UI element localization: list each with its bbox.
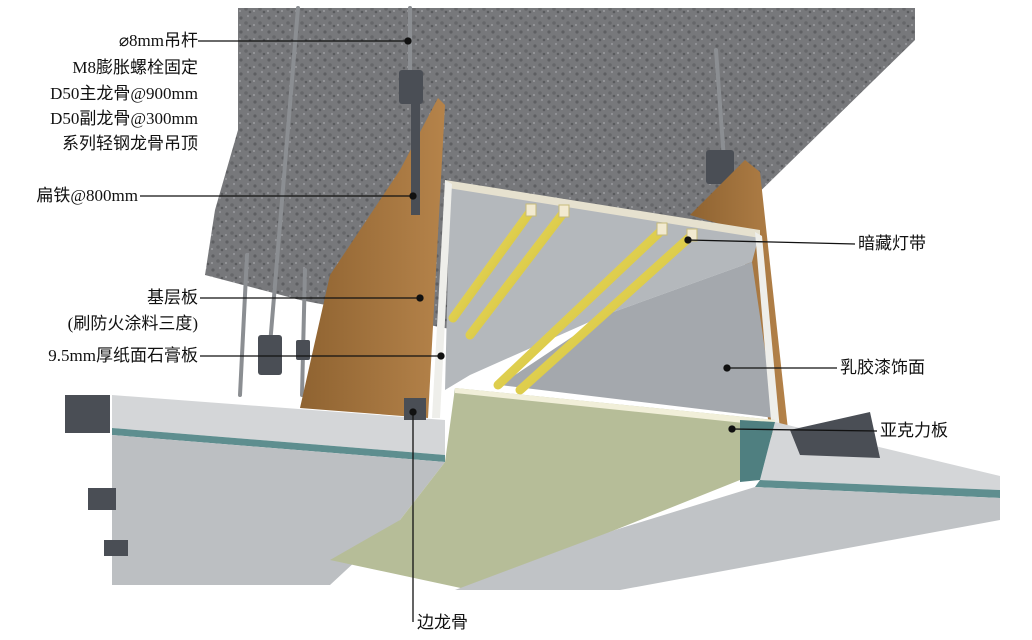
label-hanger-rod: ⌀8mm吊杆 (118, 31, 198, 50)
label-expansion-bolt: M8膨胀螺栓固定 (72, 58, 198, 77)
cavity-left-edge (432, 180, 452, 418)
drop-box-side (740, 420, 775, 482)
right-ceiling-underside (455, 487, 1000, 590)
label-keel-system: 系列轻钢龙骨吊顶 (62, 134, 198, 153)
left-ceiling-board (112, 395, 445, 455)
cavity-top-edge (445, 180, 760, 238)
base-board-left (300, 98, 445, 418)
acrylic-panel (330, 388, 775, 590)
label-gypsum-board: 9.5mm厚纸面石膏板 (48, 346, 198, 365)
light-tubes (448, 207, 696, 395)
label-acrylic-board: 亚克力板 (880, 421, 948, 440)
right-ceiling-board-edge (755, 480, 1000, 498)
label-flat-iron: 扁铁@800mm (36, 186, 138, 205)
label-edge-keel: 边龙骨 (417, 613, 468, 632)
cavity-right-edge (755, 232, 780, 432)
label-fireproof-coating: (刷防火涂料三度) (67, 314, 198, 333)
lamp-holders (525, 203, 698, 242)
acrylic-edge (455, 388, 775, 426)
label-sub-keel: D50副龙骨@300mm (50, 109, 198, 128)
left-ceiling-board-edge (112, 428, 445, 462)
label-hidden-light-strip: 暗藏灯带 (858, 234, 926, 253)
label-main-keel: D50主龙骨@900mm (50, 84, 198, 103)
label-base-board: 基层板 (147, 288, 198, 307)
rod-clips (258, 70, 734, 375)
label-latex-paint: 乳胶漆饰面 (840, 358, 925, 377)
flat-iron (411, 100, 420, 215)
latex-paint-panel (500, 262, 775, 418)
